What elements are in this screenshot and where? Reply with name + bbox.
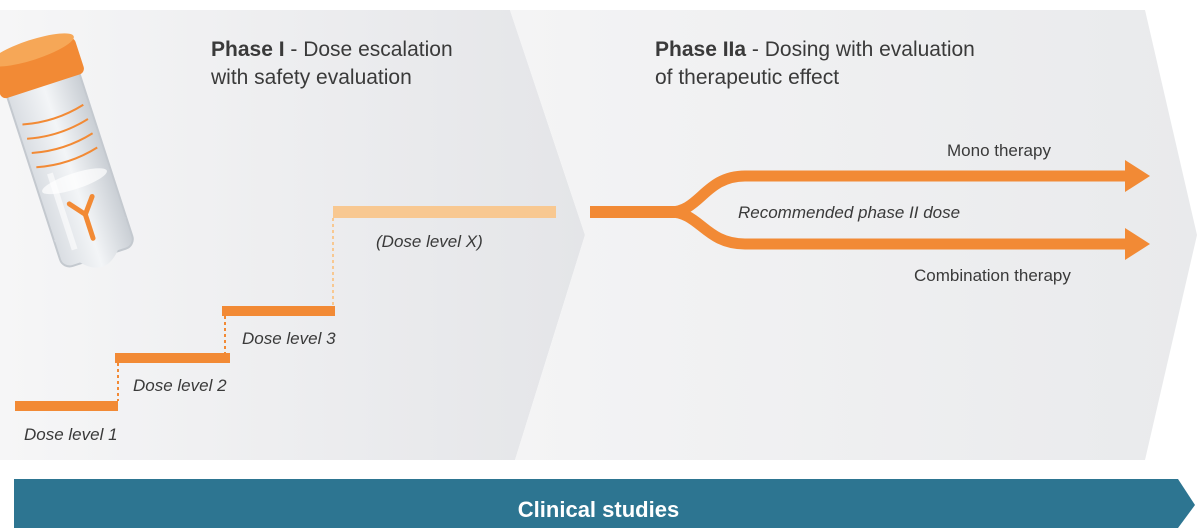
phase2-trunk [590,206,675,218]
phase1-title: Phase I - Dose escalation with safety ev… [211,36,453,92]
phase1-panel [0,10,585,460]
recommended-dose-label: Recommended phase II dose [738,203,961,222]
dose-level-1-label: Dose level 1 [24,425,118,444]
combination-branch [669,206,1130,250]
clinical-studies-label: Clinical studies [517,497,680,522]
combination-therapy-label: Combination therapy [914,266,1071,285]
clinical-studies-banner [14,479,1195,528]
dose-level-3-label: Dose level 3 [242,329,336,348]
phase2-title-line2: of therapeutic effect [655,66,840,89]
phase2-title: Phase IIa - Dosing with evaluation of th… [655,36,975,92]
mono-arrowhead [1125,160,1150,192]
mono-therapy-label: Mono therapy [947,141,1051,160]
antibody-icon [66,193,96,241]
dose-level-x-label: (Dose level X) [376,232,483,251]
dose-step-x [333,206,556,218]
phase2-title-bold: Phase IIa [655,38,747,61]
dose-step-3 [222,306,335,316]
phase2-title-rest: - Dosing with evaluation [746,38,975,61]
dose-level-2-label: Dose level 2 [133,376,227,395]
dose-step-2 [115,353,230,363]
dose-step-1 [15,401,118,411]
phase1-title-rest: - Dose escalation [284,38,453,61]
phase2-panel [510,10,1197,460]
combination-arrowhead [1125,228,1150,260]
test-tube-icon [0,33,134,268]
phase1-title-line2: with safety evaluation [211,66,412,89]
phase1-title-bold: Phase I [211,38,285,61]
